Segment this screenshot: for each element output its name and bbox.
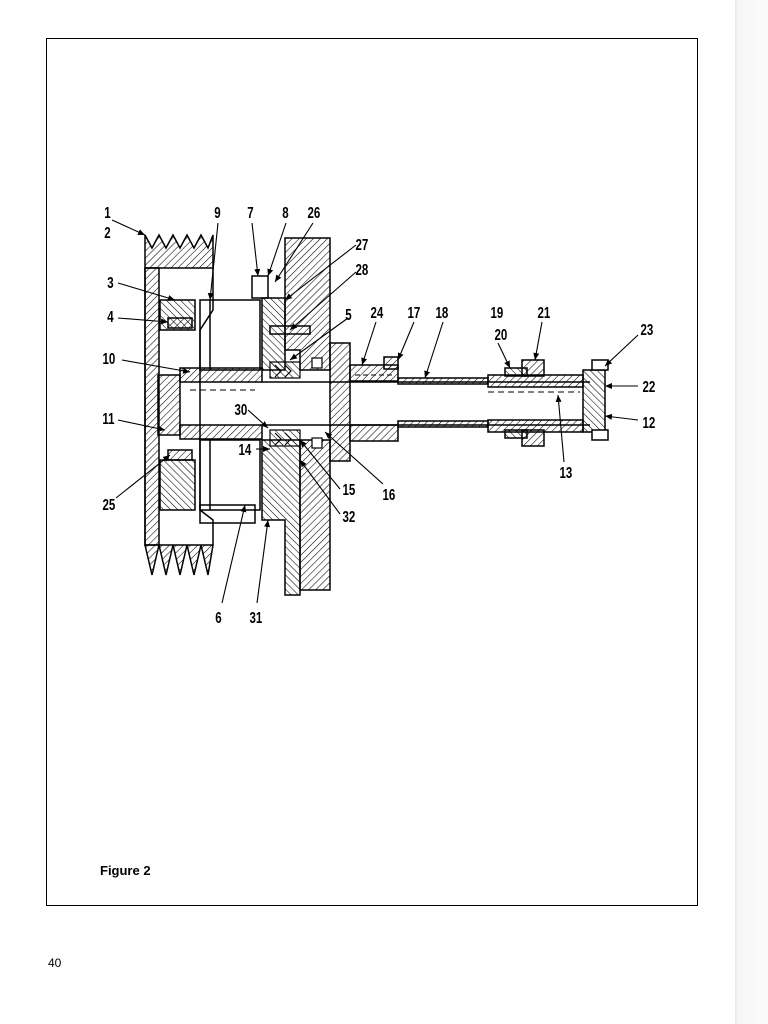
callout-27: 27 [356,235,369,253]
callout-30: 30 [235,400,248,418]
page-number: 40 [48,956,62,970]
leader-lines [111,219,639,604]
callout-9: 9 [214,203,221,221]
callout-7: 7 [247,203,254,221]
callout-31: 31 [250,608,263,626]
callout-8: 8 [282,203,289,221]
callout-13: 13 [560,463,573,481]
callout-14: 14 [239,440,252,458]
callout-6: 6 [215,608,222,626]
callout-25: 25 [103,495,116,513]
callout-1: 1 [104,203,111,221]
callout-4: 4 [107,307,114,325]
figure-frame [46,38,698,906]
callout-12: 12 [643,413,656,431]
hub [157,367,263,440]
callout-11: 11 [102,409,114,427]
coupling-flange [329,342,399,462]
callout-28: 28 [356,260,369,278]
callout-23: 23 [641,320,654,338]
callout-5: 5 [345,305,352,323]
callout-22: 22 [643,377,656,395]
end-nut [582,359,609,441]
callout-18: 18 [436,303,449,321]
callout-20: 20 [495,325,508,343]
callout-labels: 1 2 3 4 10 11 25 9 7 8 26 27 28 5 24 17 … [102,203,655,626]
callout-17: 17 [408,303,421,321]
housing-plate [261,237,331,596]
callout-3: 3 [107,273,114,291]
page-edge-shadow [735,0,768,1024]
figure-caption: Figure 2 [100,863,151,878]
callout-16: 16 [383,485,396,503]
drum [199,299,261,524]
callout-19: 19 [491,303,504,321]
callout-15: 15 [343,480,356,498]
callout-24: 24 [371,303,384,321]
callout-10: 10 [103,349,116,367]
callout-2: 2 [104,223,111,241]
bearings [269,357,323,449]
callout-26: 26 [308,203,321,221]
rear-sleeve [487,359,584,447]
callout-21: 21 [538,303,551,321]
pulley [144,233,214,576]
callout-32: 32 [343,507,356,525]
